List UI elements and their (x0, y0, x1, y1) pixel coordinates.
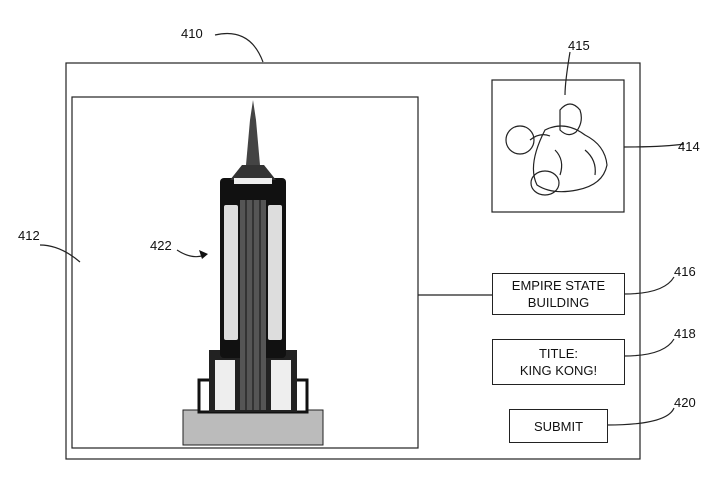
ref-420: 420 (674, 395, 696, 410)
ref-415: 415 (568, 38, 590, 53)
screen-frame (65, 62, 641, 460)
empire-state-building-image (182, 100, 324, 446)
ref-412: 412 (18, 228, 40, 243)
title-label-box: TITLE: KING KONG! (492, 339, 625, 385)
location-line-2: BUILDING (527, 295, 590, 310)
location-line-1: EMPIRE STATE (511, 278, 606, 293)
location-label-box: EMPIRE STATE BUILDING (492, 273, 625, 315)
ref-422: 422 (150, 238, 172, 253)
image-area[interactable] (71, 96, 419, 449)
ref-414: 414 (678, 139, 700, 154)
ref-418: 418 (674, 326, 696, 341)
ref-416: 416 (674, 264, 696, 279)
ref-410: 410 (181, 26, 203, 41)
submit-button[interactable]: SUBMIT (509, 409, 608, 443)
king-kong-thumbnail-image (505, 103, 608, 196)
title-line-2: KING KONG! (519, 363, 598, 378)
thumbnail-frame[interactable] (491, 79, 625, 213)
title-line-1: TITLE: (538, 346, 578, 361)
